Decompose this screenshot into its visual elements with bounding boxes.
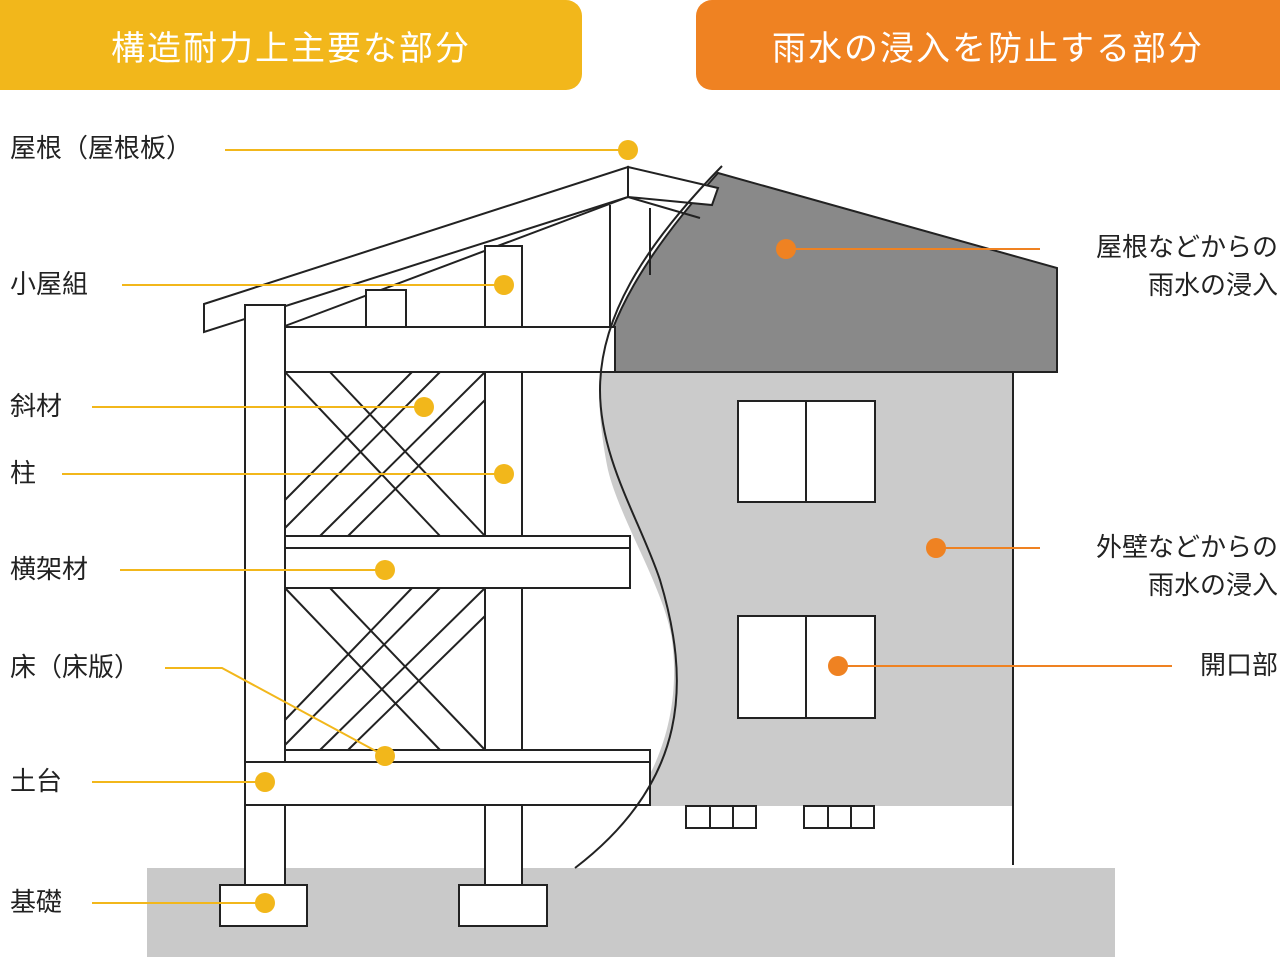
- rainwater-parts-header: 雨水の浸入を防止する部分: [696, 0, 1280, 90]
- label-sill: 土台: [10, 767, 63, 797]
- roof-covering: [598, 171, 1058, 373]
- structural-parts-header: 構造耐力上主要な部分: [0, 0, 582, 90]
- exterior-wall: [599, 372, 1013, 806]
- framing: [203, 165, 720, 927]
- label-horizontal-member: 横架材: [10, 555, 89, 585]
- label-wall-rain-line2: 雨水の浸入: [1147, 571, 1278, 601]
- label-roof-frame: 小屋組: [10, 270, 89, 300]
- foundation-vents: [685, 805, 875, 829]
- label-roof-rain-line2: 雨水の浸入: [1147, 271, 1278, 301]
- structural-points: [255, 140, 638, 913]
- label-wall-rain-line1: 外壁などからの: [1095, 533, 1278, 563]
- label-roof: 屋根（屋根板）: [10, 134, 193, 164]
- label-roof-rain-line1: 屋根などからの: [1095, 233, 1278, 263]
- rain-points: [776, 239, 946, 676]
- label-column: 柱: [10, 459, 37, 489]
- diagonal-braces: [284, 371, 486, 751]
- label-foundation: 基礎: [10, 888, 63, 918]
- rain-leaders: [786, 248, 1172, 667]
- label-diagonal: 斜材: [10, 392, 63, 422]
- label-floor: 床（床版）: [10, 653, 141, 683]
- structural-leaders: [62, 149, 628, 904]
- upper-window: [737, 400, 876, 503]
- label-opening: 開口部: [1199, 651, 1278, 681]
- cut-line: [574, 165, 723, 869]
- ground: [147, 868, 1115, 957]
